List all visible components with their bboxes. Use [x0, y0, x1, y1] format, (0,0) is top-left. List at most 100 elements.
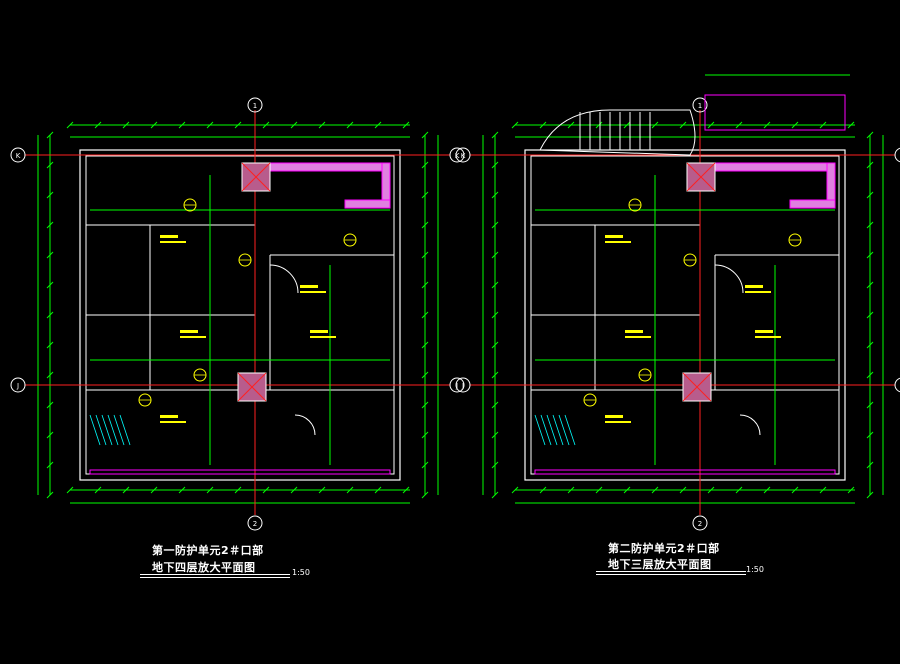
dimension-tick [262, 486, 270, 494]
dimension-tick [262, 121, 270, 129]
stair-hatch [564, 414, 576, 446]
dimension-tick [847, 121, 855, 129]
text-placeholder-yellow [625, 336, 651, 338]
blast-wall-top [269, 162, 391, 172]
dimension-tick [847, 486, 855, 494]
dimension-tick [421, 461, 429, 469]
dimension-tick [866, 131, 874, 139]
dimension-tick [491, 491, 499, 499]
axis-bubble-bottom-label: 2 [253, 520, 257, 528]
axis-bubble-bottom [247, 515, 263, 531]
axis-bubble-left-k [10, 147, 26, 163]
stair-hatch [89, 414, 101, 446]
axis-bubble-left-k [455, 147, 471, 163]
stair-hatch [546, 414, 558, 446]
dimension-tick [46, 191, 54, 199]
dimension-tick [651, 486, 659, 494]
dimension-tick [866, 161, 874, 169]
dimension-tick [707, 486, 715, 494]
text-placeholder-yellow [160, 235, 178, 238]
dimension-tick [318, 121, 326, 129]
dimension-tick [46, 401, 54, 409]
dimension-tick [374, 121, 382, 129]
text-placeholder-yellow [160, 421, 186, 423]
stair-hatch [113, 414, 125, 446]
dimension-tick [491, 431, 499, 439]
dimension-tick [511, 121, 519, 129]
dimension-tick [491, 311, 499, 319]
stair-hatch [552, 414, 564, 446]
dimension-tick [346, 486, 354, 494]
dimension-tick [66, 486, 74, 494]
text-placeholder-yellow [160, 415, 178, 418]
plan-title-right-line2: 地下三层放大平面图 [608, 558, 712, 571]
dimension-tick [46, 341, 54, 349]
stair-curved-entry [539, 109, 696, 156]
dimension-tick [866, 281, 874, 289]
dimension-tick [421, 191, 429, 199]
dimension-tick [763, 486, 771, 494]
plan-title-right-line1: 第二防护单元2＃口部 [608, 542, 720, 555]
axis-bubble-right-k [894, 147, 900, 163]
dimension-tick [150, 121, 158, 129]
stair-hatch [107, 414, 119, 446]
column-cross [237, 372, 267, 402]
title-underline-left [140, 574, 290, 575]
dimension-tick [866, 491, 874, 499]
dimension-tick [421, 161, 429, 169]
vent-shaft-outline [704, 94, 846, 131]
text-placeholder-yellow [745, 285, 763, 288]
dimension-tick [707, 121, 715, 129]
dimension-tick [735, 486, 743, 494]
dimension-tick [866, 251, 874, 259]
dimension-tick [318, 486, 326, 494]
dimension-tick [539, 486, 547, 494]
dimension-tick [421, 281, 429, 289]
dimension-tick [150, 486, 158, 494]
dimension-tick [491, 161, 499, 169]
title-underline-right-2 [596, 574, 746, 575]
text-placeholder-yellow [755, 336, 781, 338]
dimension-tick [178, 486, 186, 494]
axis-bubble-bottom-label: 2 [698, 520, 702, 528]
axis-bubble-left-j [10, 377, 26, 393]
axis-bubble-top [247, 97, 263, 113]
plan-title-left-line1: 第一防护单元2＃口部 [152, 544, 264, 557]
plan-scale-right: 1:50 [746, 565, 764, 574]
dimension-tick [791, 121, 799, 129]
dimension-tick [819, 121, 827, 129]
dimension-tick [94, 486, 102, 494]
dimension-tick [491, 401, 499, 409]
dimension-tick [595, 486, 603, 494]
dimension-tick [46, 161, 54, 169]
dimension-tick [421, 311, 429, 319]
dimension-tick [491, 461, 499, 469]
stair-hatch [119, 414, 131, 446]
dimension-tick [421, 371, 429, 379]
outer-wall [524, 149, 846, 481]
dimension-tick [866, 221, 874, 229]
magenta-outline [89, 469, 391, 475]
dimension-tick [46, 311, 54, 319]
dimension-tick [491, 221, 499, 229]
dimension-tick [421, 251, 429, 259]
stair-hatch [101, 414, 113, 446]
dimension-tick [46, 491, 54, 499]
text-placeholder-yellow [180, 330, 198, 333]
dimension-tick [46, 281, 54, 289]
dimension-tick [866, 371, 874, 379]
dimension-tick [46, 221, 54, 229]
dimension-tick [421, 431, 429, 439]
title-underline-left-2 [140, 577, 290, 578]
dimension-tick [679, 486, 687, 494]
column-cross [686, 162, 716, 192]
dimension-tick [206, 121, 214, 129]
dimension-tick [206, 486, 214, 494]
axis-bubble-left-k-label: K [16, 152, 21, 160]
dimension-tick [290, 486, 298, 494]
dimension-tick [735, 121, 743, 129]
stair-hatch [558, 414, 570, 446]
